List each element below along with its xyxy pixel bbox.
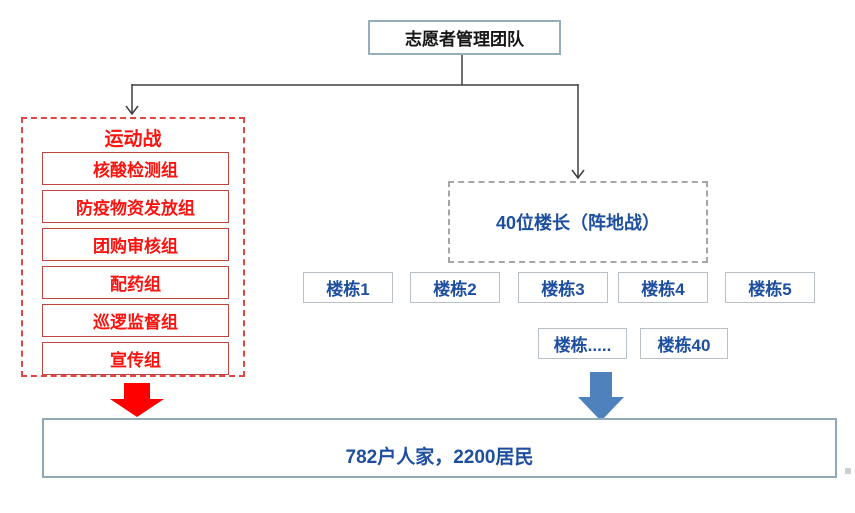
building-node-1: 楼栋1 [303,272,393,303]
mobile-war-group: 运动战 [21,117,245,377]
group-item-patrol-supervision: 巡逻监督组 [42,304,229,337]
building-node-2: 楼栋2 [410,272,500,303]
building-node-ellipsis: 楼栋..... [538,328,627,359]
root-node: 志愿者管理团队 [368,20,561,55]
arrowhead-left-icon [125,105,139,116]
group-item-publicity: 宣传组 [42,342,229,375]
building-node-3: 楼栋3 [518,272,608,303]
building-node-4: 楼栋4 [618,272,708,303]
group-item-medicine: 配药组 [42,266,229,299]
edge-artifact-mark [845,468,851,474]
red-down-arrow-icon [110,383,164,417]
group-item-group-buy-review: 团购审核组 [42,228,229,261]
building-leaders-node: 40位楼长（阵地战） [448,181,708,263]
group-item-nucleic-acid-testing: 核酸检测组 [42,152,229,185]
blue-down-arrow-icon [578,372,624,421]
mobile-war-group-title: 运动战 [104,128,162,150]
group-item-supplies-distribution: 防疫物资发放组 [42,190,229,223]
arrowhead-right-icon [571,169,585,180]
building-node-5: 楼栋5 [725,272,815,303]
residents-node: 782户人家，2200居民 [42,418,837,478]
building-node-40: 楼栋40 [640,328,728,359]
